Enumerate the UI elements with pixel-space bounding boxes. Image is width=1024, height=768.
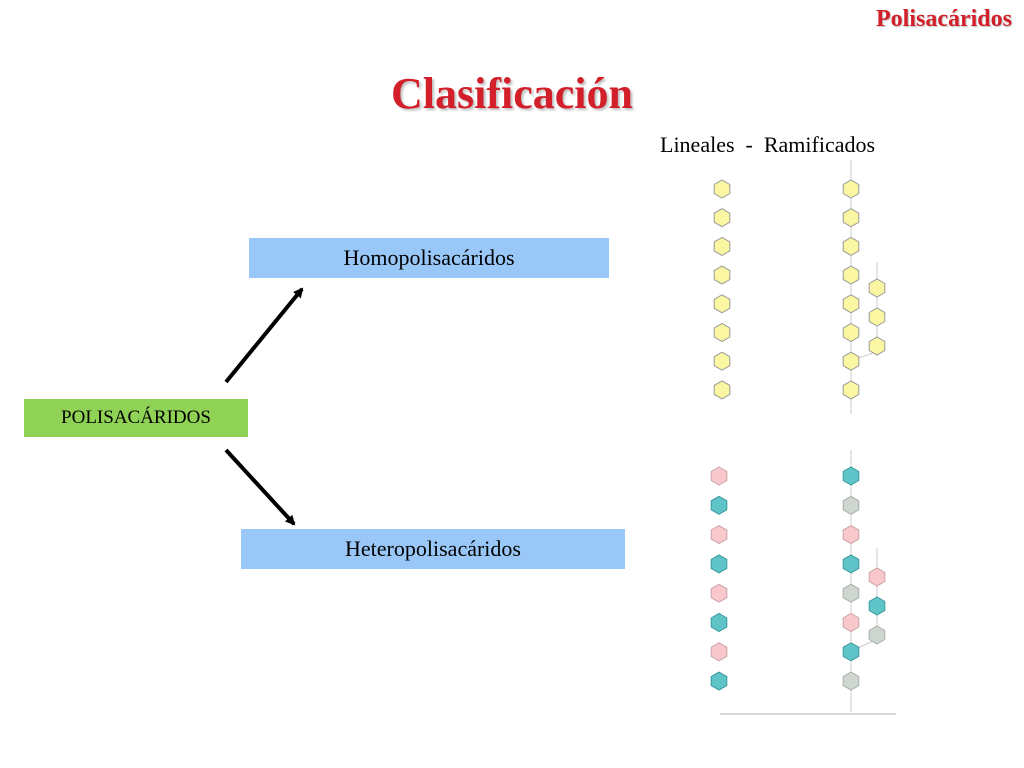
monosaccharide-teal-icon xyxy=(710,554,728,574)
monosaccharide-pink-icon xyxy=(710,583,728,603)
column-labels: Lineales - Ramificados xyxy=(660,132,876,157)
monosaccharide-gray-icon xyxy=(842,671,860,691)
monosaccharide-teal-icon xyxy=(842,642,860,662)
polysaccharides-root-label: POLISACÁRIDOS xyxy=(61,407,211,428)
monosaccharide-yellow-icon xyxy=(868,278,886,298)
page-title: Clasificación xyxy=(391,69,633,118)
monosaccharide-yellow-icon xyxy=(842,322,860,343)
monosaccharide-pink-icon xyxy=(842,525,860,545)
monosaccharide-yellow-icon xyxy=(713,265,731,285)
monosaccharide-teal-icon xyxy=(710,612,728,633)
monosaccharide-yellow-icon xyxy=(868,336,886,356)
monosaccharide-pink-icon xyxy=(710,466,728,486)
monosaccharide-gray-icon xyxy=(842,495,860,515)
monosaccharide-yellow-icon xyxy=(842,208,860,228)
arrow-to-hetero xyxy=(224,448,296,526)
monosaccharide-yellow-icon xyxy=(842,380,860,400)
monosaccharide-yellow-icon xyxy=(713,294,731,314)
monosaccharide-yellow-icon xyxy=(713,236,731,256)
monosaccharide-yellow-icon xyxy=(713,322,731,343)
monosaccharide-pink-icon xyxy=(868,567,886,587)
monosaccharide-teal-icon xyxy=(868,596,886,616)
monosaccharide-gray-icon xyxy=(868,625,886,645)
monosaccharide-pink-icon xyxy=(710,642,728,662)
monosaccharide-yellow-icon xyxy=(842,294,860,314)
arrow-to-homo xyxy=(224,287,304,384)
monosaccharide-yellow-icon xyxy=(713,208,731,228)
monosaccharide-yellow-icon xyxy=(713,179,731,199)
homopolysaccharides-box: Homopolisacáridos xyxy=(249,238,609,278)
monosaccharide-yellow-icon xyxy=(713,351,731,371)
monosaccharide-pink-icon xyxy=(842,612,860,633)
monosaccharide-teal-icon xyxy=(842,554,860,574)
heteropolysaccharides-box: Heteropolisacáridos xyxy=(241,529,625,569)
monosaccharide-pink-icon xyxy=(710,525,728,545)
monosaccharide-chains xyxy=(710,179,886,691)
monosaccharide-gray-icon xyxy=(842,583,860,603)
corner-title: Polisacáridos xyxy=(876,6,1012,32)
monosaccharide-yellow-icon xyxy=(842,236,860,256)
monosaccharide-teal-icon xyxy=(710,671,728,691)
monosaccharide-yellow-icon xyxy=(842,351,860,371)
monosaccharide-teal-icon xyxy=(842,466,860,486)
monosaccharide-teal-icon xyxy=(710,495,728,515)
polysaccharides-root-box: POLISACÁRIDOS xyxy=(24,399,248,437)
homopolysaccharides-label: Homopolisacáridos xyxy=(343,245,515,270)
monosaccharide-yellow-icon xyxy=(842,265,860,285)
heteropolysaccharides-label: Heteropolisacáridos xyxy=(345,536,521,561)
monosaccharide-yellow-icon xyxy=(868,307,886,327)
monosaccharide-yellow-icon xyxy=(713,380,731,400)
monosaccharide-yellow-icon xyxy=(842,179,860,199)
